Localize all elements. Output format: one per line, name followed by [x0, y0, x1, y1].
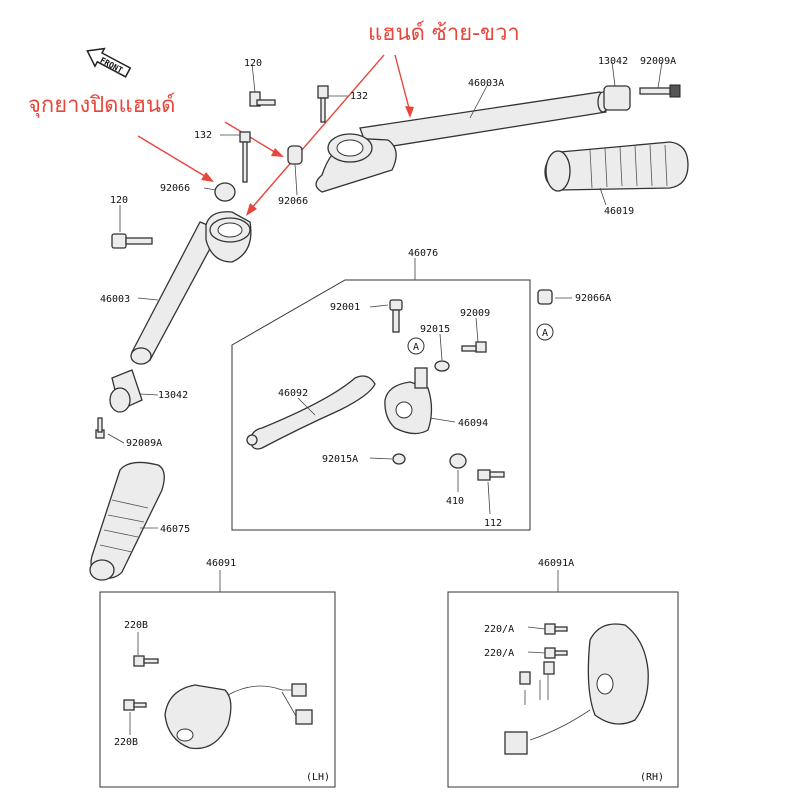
bolt-132-left — [239, 131, 251, 183]
right-handlebar-tube — [315, 91, 609, 193]
part-label-p92066b: 92066 — [278, 196, 308, 207]
part-label-p13042a: 13042 — [598, 56, 628, 67]
right-grip — [544, 141, 689, 192]
part-label-p92009Ab: 92009A — [126, 438, 162, 449]
lever-bracket — [384, 367, 433, 435]
screw-220A-bottom — [544, 647, 568, 659]
left-grip — [89, 461, 165, 581]
callout-a-1: A — [536, 323, 554, 341]
part-label-p132a: 132 — [350, 91, 368, 102]
cap-92066A — [537, 289, 553, 305]
bar-end-cap-left — [214, 182, 236, 202]
bolt-right — [639, 84, 681, 98]
bolt-132-top — [317, 85, 329, 123]
part-label-p46075: 46075 — [160, 524, 190, 535]
screw-112 — [477, 469, 505, 481]
rh-tag: (RH) — [640, 772, 664, 783]
left-switch-box — [99, 591, 336, 788]
part-label-p132b: 132 — [194, 130, 212, 141]
part-label-p46003A: 46003A — [468, 78, 504, 89]
nut-92015A — [392, 453, 406, 465]
lh-tag: (LH) — [306, 772, 330, 783]
annotation-bar-end-cap: จุกยางปิดแฮนด์ — [28, 93, 175, 118]
right-switch-housing — [504, 623, 649, 755]
right-switch-box — [447, 591, 679, 788]
washer-92015 — [434, 360, 450, 372]
part-label-p46094: 46094 — [458, 418, 488, 429]
part-label-p92001: 92001 — [330, 302, 360, 313]
part-label-p46091A: 46091A — [538, 558, 574, 569]
bar-end-cap-right — [287, 145, 303, 165]
part-label-p220Bb: 220B — [114, 737, 138, 748]
pivot-bolt-92001 — [389, 299, 403, 333]
leader-lines — [107, 61, 663, 735]
bar-end-weight-left — [109, 369, 143, 413]
annotation-handlebar-lr: แฮนด์ ซ้าย-ขวา — [368, 21, 520, 46]
part-label-p92009: 92009 — [460, 308, 490, 319]
left-handlebar-tube — [130, 211, 252, 365]
part-label-p220Aa: 220/A — [484, 624, 514, 635]
annotation-arrows — [137, 54, 414, 216]
part-label-p46019: 46019 — [604, 206, 634, 217]
bolt-120-top — [249, 91, 276, 107]
part-label-p112: 112 — [484, 518, 502, 529]
clutch-lever — [246, 375, 376, 450]
screw-220B-top — [133, 655, 159, 667]
washer-410 — [449, 453, 467, 469]
front-arrow-icon: FRONT — [86, 47, 132, 78]
part-label-p120b: 120 — [110, 195, 128, 206]
bolt-92009 — [461, 341, 487, 353]
part-label-p92009Aa: 92009A — [640, 56, 676, 67]
clutch-assembly-box — [231, 279, 531, 531]
part-label-p46003: 46003 — [100, 294, 130, 305]
part-label-p120a: 120 — [244, 58, 262, 69]
part-label-p410: 410 — [446, 496, 464, 507]
screw-220B-bottom — [123, 699, 147, 711]
bar-end-weight-right — [603, 85, 631, 111]
svg-text:A: A — [413, 342, 419, 353]
bolt-120-left — [111, 233, 153, 249]
callout-a-2: A — [407, 337, 425, 355]
part-label-p92066A: 92066A — [575, 293, 611, 304]
part-label-p92015A: 92015A — [322, 454, 358, 465]
part-label-p92066a: 92066 — [160, 183, 190, 194]
part-label-p13042b: 13042 — [158, 390, 188, 401]
svg-text:A: A — [542, 328, 548, 339]
bolt-left — [95, 417, 105, 439]
part-label-p46076: 46076 — [408, 248, 438, 259]
part-label-p46091: 46091 — [206, 558, 236, 569]
left-switch-housing — [164, 683, 313, 750]
part-label-p220Ab: 220/A — [484, 648, 514, 659]
part-label-p92015: 92015 — [420, 324, 450, 335]
part-label-p46092: 46092 — [278, 388, 308, 399]
screw-220A-top — [544, 623, 568, 635]
part-label-p220Ba: 220B — [124, 620, 148, 631]
